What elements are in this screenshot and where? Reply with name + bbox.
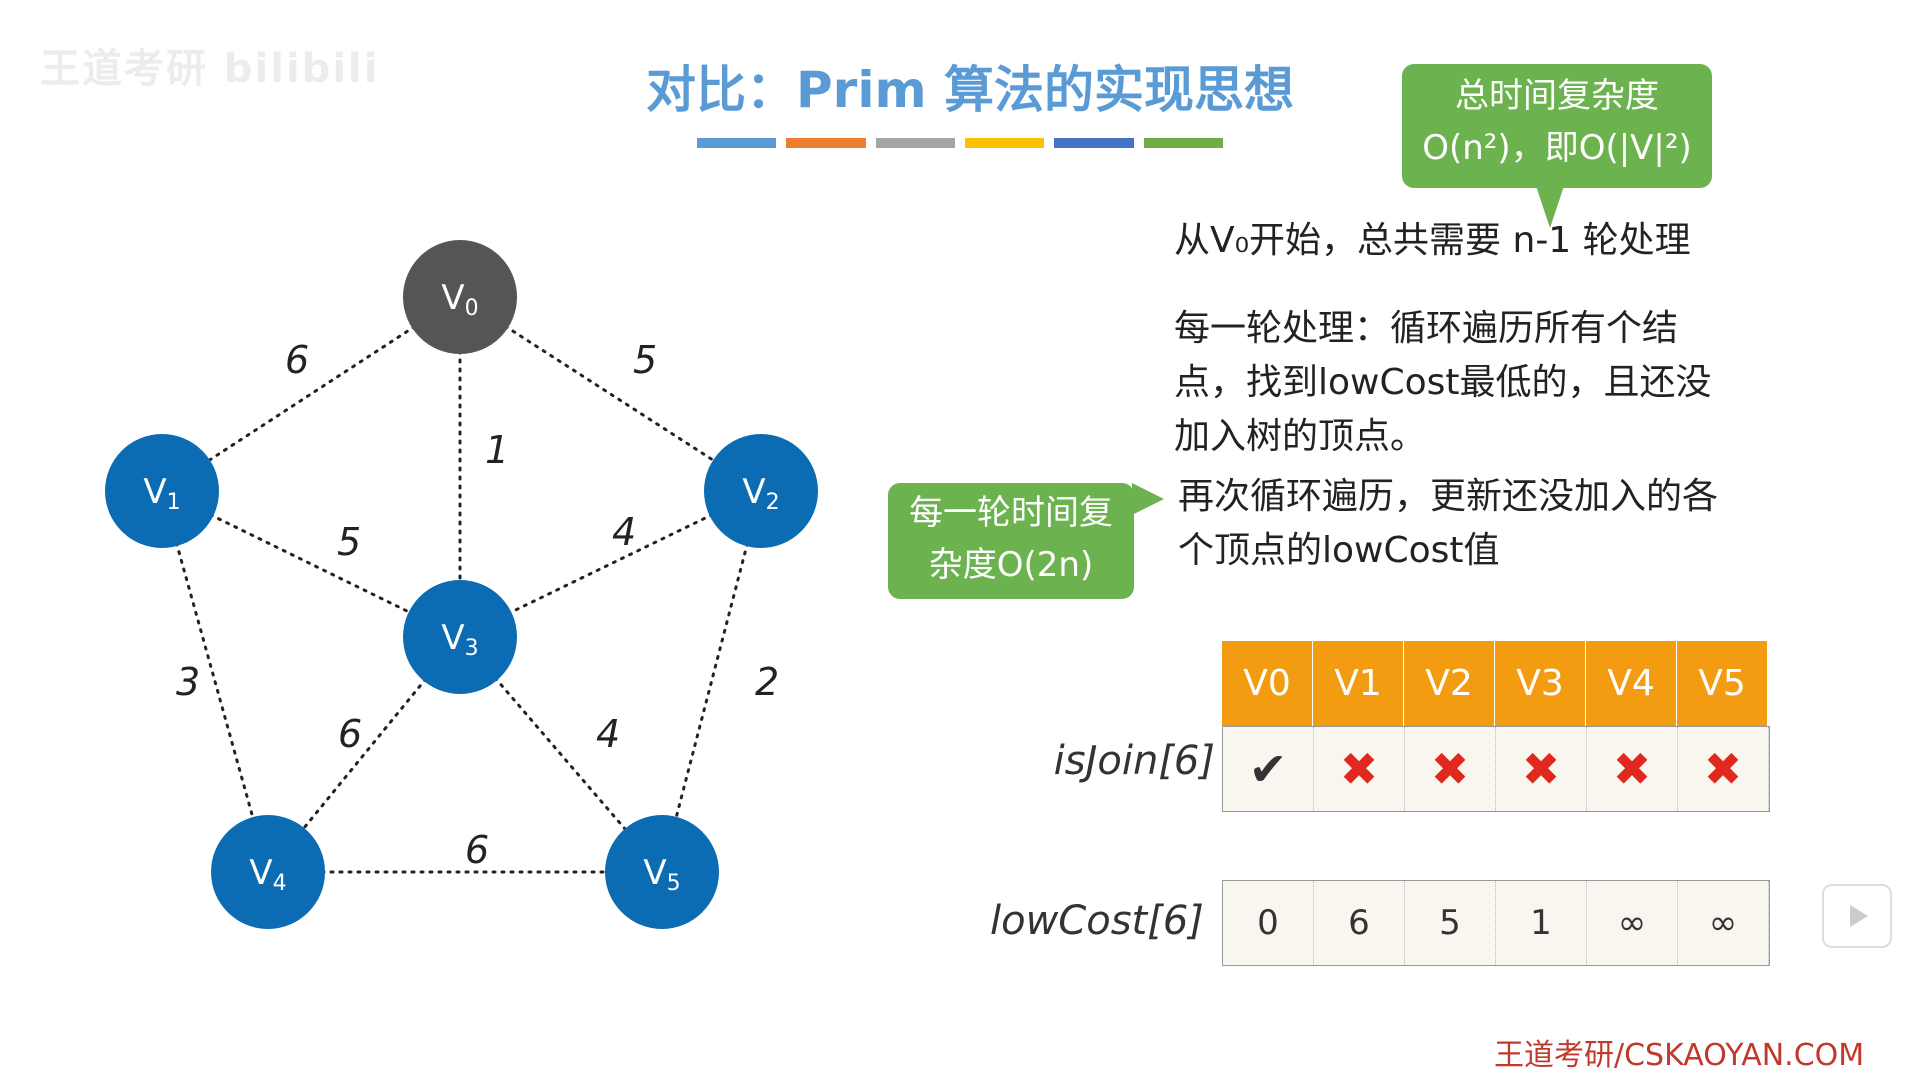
title-bar-segment [697, 138, 777, 148]
edge-weight-V4-V5: 6 [465, 828, 489, 872]
desc-round: 每一轮处理：循环遍历所有个结点，找到lowCost最低的，且还没加入树的顶点。 [1174, 308, 1712, 457]
node-V5: V5 [605, 815, 719, 929]
edge-weight-V0-V3: 1 [485, 428, 509, 472]
callout-round-line2: 杂度O(2n) [928, 545, 1094, 585]
title-bar-segment [964, 138, 1045, 148]
lowcost-cell: ∞ [1678, 881, 1769, 965]
edge-weight-V2-V5: 2 [755, 660, 779, 704]
title-bar-segment [786, 138, 866, 148]
edge-weight-V2-V3: 4 [612, 510, 636, 554]
watermark: 王道考研 bilibili [40, 46, 380, 92]
callout-total-complexity: 总时间复杂度 O(n²)，即O(|V|²) [1402, 64, 1712, 228]
table-header-cell: V2 [1404, 641, 1495, 726]
footer-brand: 王道考研/CSKAOYAN.COM [1494, 1038, 1865, 1073]
cross-icon: ✖ [1314, 727, 1405, 811]
node-V4: V4 [211, 815, 325, 929]
callout-total-line1: 总时间复杂度 [1455, 76, 1659, 116]
node-circle [211, 815, 325, 929]
node-V1: V1 [105, 434, 219, 548]
title-bar-segment [875, 138, 955, 148]
edge-V2-V5 [660, 489, 763, 874]
play-button[interactable] [1822, 884, 1892, 948]
lowcost-cell: 6 [1314, 881, 1405, 965]
isjoin-row: ✔ ✖ ✖ ✖ ✖ ✖ [1222, 726, 1770, 812]
table-header-cell: V0 [1222, 641, 1313, 726]
node-circle [605, 815, 719, 929]
cross-icon: ✖ [1496, 727, 1587, 811]
node-label: V2 [742, 472, 779, 515]
node-circle [403, 580, 517, 694]
node-label: V1 [143, 472, 180, 515]
isjoin-label: isJoin[6] [1053, 738, 1215, 784]
edge-weight-V0-V2: 5 [633, 338, 657, 382]
node-V3: V3 [403, 580, 517, 694]
node-circle [704, 434, 818, 548]
node-V2: V2 [704, 434, 818, 548]
edge-weight-V0-V1: 6 [285, 338, 309, 382]
lowcost-cell: 5 [1405, 881, 1496, 965]
desc-start: 从V₀开始，总共需要 n-1 轮处理 [1174, 220, 1691, 261]
table-header-cell: V1 [1313, 641, 1404, 726]
node-V0: V0 [403, 240, 517, 354]
desc-update: 再次循环遍历，更新还没加入的各个顶点的lowCost值 [1178, 476, 1719, 571]
edge-weight-V3-V5: 4 [596, 712, 620, 756]
table-header-cell: V4 [1586, 641, 1677, 726]
node-label: V3 [441, 618, 478, 661]
lowcost-cell: 1 [1496, 881, 1587, 965]
callout-total-line2: O(n²)，即O(|V|²) [1422, 128, 1692, 168]
play-icon [1850, 905, 1868, 927]
node-label: V4 [249, 853, 286, 896]
edge-weight-V1-V3: 5 [337, 520, 361, 564]
edge-weight-V1-V4: 3 [176, 660, 200, 704]
lowcost-cell: ∞ [1587, 881, 1678, 965]
lowcost-cell: 0 [1223, 881, 1314, 965]
slide-title: 对比：Prim 算法的实现思想 [646, 61, 1294, 119]
edge-V1-V4 [160, 489, 270, 874]
edge-V3-V5 [458, 635, 664, 874]
cross-icon: ✖ [1678, 727, 1769, 811]
title-bar-segment [1054, 138, 1134, 148]
title-bar-segment [1143, 138, 1223, 148]
lowcost-label: lowCost[6] [990, 898, 1204, 944]
callout-round-complexity: 每一轮时间复 杂度O(2n) [888, 483, 1164, 599]
table-header-cell: V3 [1495, 641, 1586, 726]
node-circle [403, 240, 517, 354]
cross-icon: ✖ [1587, 727, 1678, 811]
node-label: V5 [643, 853, 680, 896]
node-label: V0 [441, 278, 478, 321]
edge-V0-V1 [160, 295, 462, 493]
edge-weight-V3-V4: 6 [338, 712, 362, 756]
table-header-row: V0 V1 V2 V3 V4 V5 [1222, 641, 1768, 726]
callout-round-line1: 每一轮时间复 [909, 493, 1113, 533]
table-header-cell: V5 [1677, 641, 1768, 726]
lowcost-row: 0 6 5 1 ∞ ∞ [1222, 880, 1770, 966]
node-circle [105, 434, 219, 548]
check-icon: ✔ [1223, 727, 1314, 811]
cross-icon: ✖ [1405, 727, 1496, 811]
weights-layer: 6 5 1 5 4 3 2 6 4 6 [176, 338, 779, 872]
title-color-bar [697, 138, 1223, 148]
edge-V0-V2 [458, 295, 763, 493]
